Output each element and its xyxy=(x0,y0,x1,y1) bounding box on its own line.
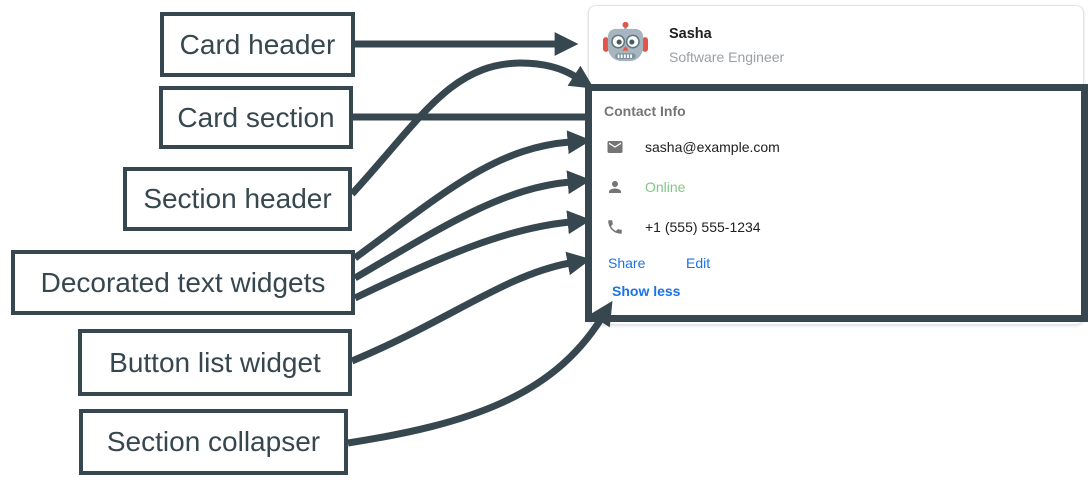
decorated-text-email-row: sasha@example.com xyxy=(606,137,780,157)
email-icon xyxy=(607,141,623,153)
edit-button[interactable]: Edit xyxy=(686,255,711,271)
arrow-decorated-text-phone xyxy=(353,210,592,302)
label-card-section-text: Card section xyxy=(177,101,335,133)
arrow-button-list xyxy=(350,251,592,365)
label-button-list-widget: Button list widget xyxy=(78,329,352,396)
arrow-decorated-text-email xyxy=(352,130,592,261)
phone-icon xyxy=(608,220,622,234)
section-collapser-button[interactable]: Show less xyxy=(612,283,681,299)
robot-avatar-icon xyxy=(602,21,649,62)
label-button-list-widget-text: Button list widget xyxy=(109,346,321,378)
label-card-header-text: Card header xyxy=(179,28,336,60)
share-button[interactable]: Share xyxy=(608,255,646,271)
arrow-section-collapser xyxy=(347,300,613,447)
contact-card: Sasha Software Engineer Contact Info sas… xyxy=(588,5,1084,325)
label-section-collapser: Section collapser xyxy=(79,409,348,475)
label-decorated-text-widgets-text: Decorated text widgets xyxy=(40,266,326,298)
label-card-header: Card header xyxy=(160,12,355,77)
person-icon xyxy=(609,181,621,193)
decorated-text-status-row: Online xyxy=(606,177,685,197)
card-header-name: Sasha xyxy=(669,26,712,42)
decorated-text-phone-row: +1 (555) 555-1234 xyxy=(606,217,761,237)
label-card-section: Card section xyxy=(159,86,353,149)
label-section-header-text: Section header xyxy=(143,183,332,214)
phone-text: +1 (555) 555-1234 xyxy=(645,219,761,235)
label-section-collapser-text: Section collapser xyxy=(106,426,321,457)
label-section-header: Section header xyxy=(123,167,352,231)
email-text: sasha@example.com xyxy=(645,139,780,155)
section-header-title: Contact Info xyxy=(604,103,686,119)
label-decorated-text-widgets: Decorated text widgets xyxy=(11,250,355,315)
status-text: Online xyxy=(645,179,686,195)
arrow-section-header xyxy=(349,59,595,197)
card-header-subtitle: Software Engineer xyxy=(669,49,785,65)
arrow-decorated-text-status xyxy=(353,170,592,282)
